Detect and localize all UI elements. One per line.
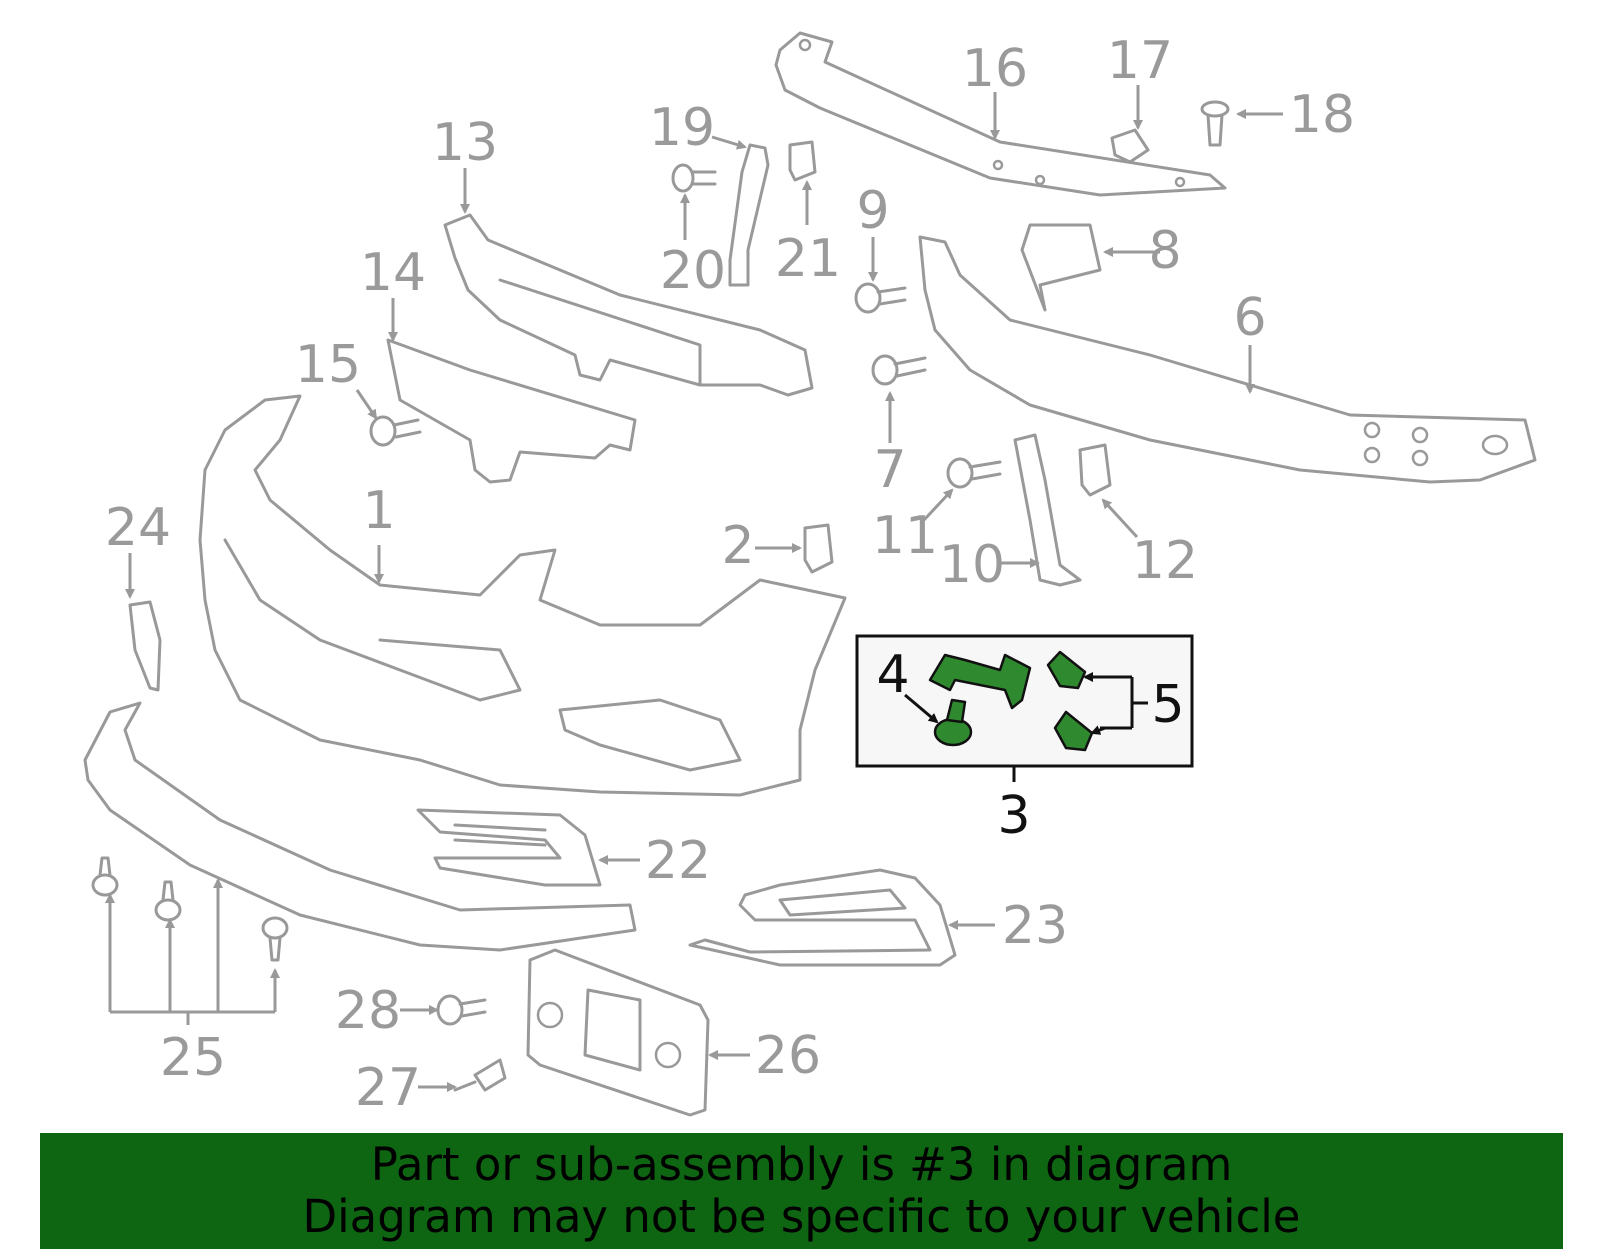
impact-bar-6-part xyxy=(918,235,1537,484)
bolt-11-part xyxy=(946,457,1002,489)
kit-bolt-4-part xyxy=(933,698,973,747)
clip-nut-part xyxy=(1110,128,1150,164)
info-banner: Part or sub-assembly is #3 in diagram Di… xyxy=(40,1133,1563,1249)
bolt-9-part xyxy=(854,282,907,314)
callout-19[interactable]: 19 xyxy=(649,98,715,158)
callout-18[interactable]: 18 xyxy=(1289,85,1355,145)
bolt-20-part xyxy=(671,163,717,193)
callout-22[interactable]: 22 xyxy=(645,831,711,891)
callout-28[interactable]: 28 xyxy=(335,981,401,1041)
banner-line-2: Diagram may not be specific to your vehi… xyxy=(302,1190,1301,1243)
banner-line-1: Part or sub-assembly is #3 in diagram xyxy=(370,1138,1233,1191)
callout-11[interactable]: 11 xyxy=(872,506,938,566)
grille-22-part xyxy=(416,808,602,887)
kit-clip-5b-part xyxy=(1053,710,1094,752)
clip-12-part xyxy=(1078,443,1112,497)
callout-4[interactable]: 4 xyxy=(876,645,909,705)
license-bracket-26-part xyxy=(526,948,710,1117)
kit-clip-5a-part xyxy=(1046,650,1087,690)
bumper-cover-1-part xyxy=(198,394,847,797)
bolt-15-part xyxy=(369,415,422,447)
push-pin-27-part xyxy=(453,1058,507,1092)
callout-1[interactable]: 1 xyxy=(362,481,395,541)
absorber-13-part xyxy=(443,213,814,397)
bracket-10-part xyxy=(1013,433,1082,587)
callout-16[interactable]: 16 xyxy=(962,39,1028,99)
callout-3[interactable]: 3 xyxy=(997,786,1030,846)
callout-27[interactable]: 27 xyxy=(355,1058,421,1118)
bracket-24-part xyxy=(128,600,162,692)
leader-lines xyxy=(105,85,1283,1092)
callout-10[interactable]: 10 xyxy=(939,535,1005,595)
callout-6[interactable]: 6 xyxy=(1233,288,1266,348)
kit-bracket-part xyxy=(928,653,1032,710)
callout-24[interactable]: 24 xyxy=(105,498,171,558)
callout-9[interactable]: 9 xyxy=(856,181,889,241)
callout-23[interactable]: 23 xyxy=(1002,896,1068,956)
callout-12[interactable]: 12 xyxy=(1132,531,1198,591)
callout-7[interactable]: 7 xyxy=(873,440,906,500)
lower-deflector-25-part xyxy=(83,701,637,952)
callout-17[interactable]: 17 xyxy=(1107,31,1173,91)
bracket-14-part xyxy=(386,338,637,484)
bracket-8-part xyxy=(1020,223,1102,312)
bolt-18-part xyxy=(1200,100,1230,147)
callout-8[interactable]: 8 xyxy=(1148,221,1181,281)
kit-leader-lines xyxy=(904,672,1148,782)
clip-21-part xyxy=(788,140,817,182)
callout-26[interactable]: 26 xyxy=(755,1026,821,1086)
bracket-19-part xyxy=(728,143,770,287)
callout-20[interactable]: 20 xyxy=(660,241,726,301)
callout-5[interactable]: 5 xyxy=(1151,675,1184,735)
upper-tie-bar-part xyxy=(774,31,1227,197)
callout-14[interactable]: 14 xyxy=(360,243,426,303)
clip-2-part xyxy=(803,523,834,574)
bolt-7-part xyxy=(871,354,927,386)
callout-25[interactable]: 25 xyxy=(160,1028,226,1088)
callout-2[interactable]: 2 xyxy=(721,516,754,576)
callout-21[interactable]: 21 xyxy=(775,229,841,289)
callout-labels: 1 2 3 4 5 6 7 8 9 10 11 12 13 14 15 16 1… xyxy=(105,31,1355,1118)
bolt-28-part xyxy=(436,994,487,1026)
callout-13[interactable]: 13 xyxy=(432,113,498,173)
callout-15[interactable]: 15 xyxy=(295,335,361,395)
bezel-23-part xyxy=(688,868,957,967)
